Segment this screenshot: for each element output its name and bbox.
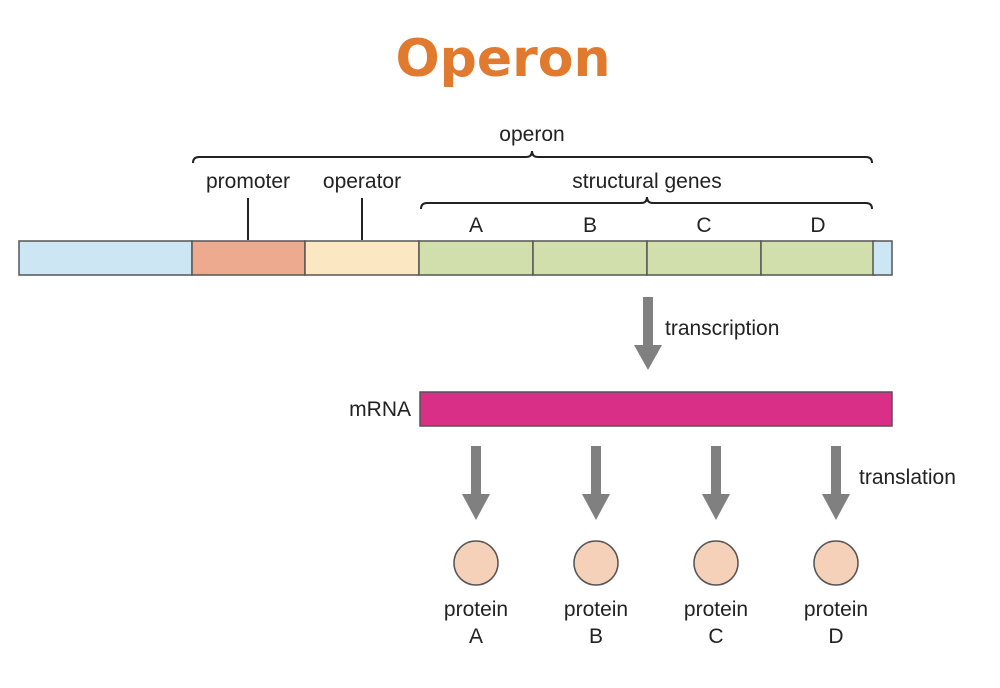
protein-d-word: protein <box>804 598 868 621</box>
protein-c-letter: C <box>708 625 723 648</box>
translation-label: translation <box>859 466 956 489</box>
gene-segment-a <box>418 240 534 276</box>
translation-arrow-b <box>582 446 610 520</box>
translation-arrow-a <box>462 446 490 520</box>
protein-c-shape <box>693 540 739 586</box>
protein-b-letter: B <box>589 625 603 648</box>
promoter-label: promoter <box>206 170 290 193</box>
protein-d-letter: D <box>828 625 843 648</box>
protein-a-word: protein <box>444 598 508 621</box>
gene-letter-c: C <box>696 214 711 237</box>
gene-letter-a: A <box>469 214 483 237</box>
page-title: Operon <box>395 29 610 89</box>
protein-b-shape <box>573 540 619 586</box>
operator-label: operator <box>323 170 401 193</box>
gene-letter-b: B <box>583 214 597 237</box>
dna-flank-right <box>872 240 893 276</box>
operon-brace <box>192 150 873 164</box>
gene-letters: A B C D <box>469 214 826 237</box>
protein-d-shape <box>813 540 859 586</box>
protein-a-shape <box>453 540 499 586</box>
translation-arrow-d <box>822 446 850 520</box>
gene-segments <box>418 240 876 276</box>
translation-arrow-c <box>702 446 730 520</box>
operator-region <box>304 240 420 276</box>
transcription-label: transcription <box>665 317 779 340</box>
mrna-strand <box>419 391 893 427</box>
gene-segment-b <box>532 240 648 276</box>
structural-genes-brace <box>420 196 873 210</box>
protein-b-word: protein <box>564 598 628 621</box>
gene-segment-d <box>760 240 876 276</box>
mrna-label: mRNA <box>349 398 411 421</box>
dna-strip <box>18 240 893 276</box>
gene-letter-d: D <box>810 214 825 237</box>
protein-a-letter: A <box>469 625 483 648</box>
operon-label: operon <box>499 123 564 146</box>
promoter-region <box>191 240 306 276</box>
structural-genes-label: structural genes <box>572 170 721 193</box>
protein-c-word: protein <box>684 598 748 621</box>
transcription-arrow <box>634 297 662 370</box>
gene-segment-c <box>646 240 762 276</box>
dna-flank-left <box>18 240 193 276</box>
